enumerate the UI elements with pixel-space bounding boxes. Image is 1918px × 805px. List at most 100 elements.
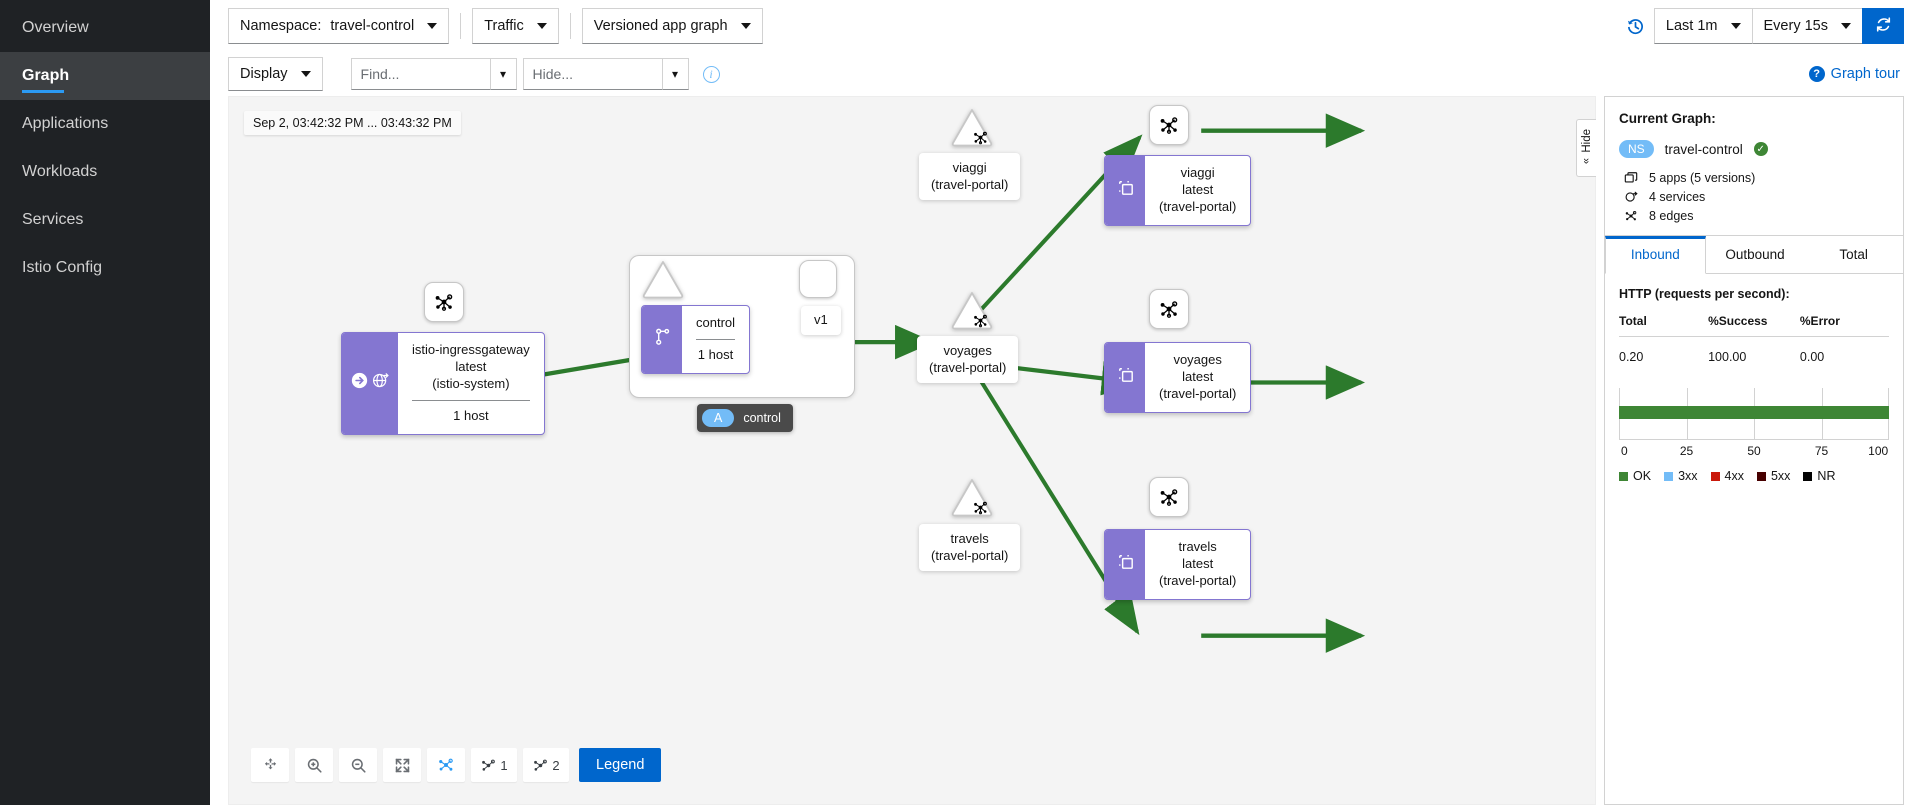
cell-error: 0.00 <box>1799 350 1825 364</box>
node-version: latest <box>1182 555 1214 571</box>
traffic-label: Traffic <box>484 18 524 34</box>
legend-label: 3xx <box>1678 469 1698 483</box>
check-circle-icon: ✓ <box>1753 142 1768 156</box>
node-body: viaggi latest (travel-portal) <box>1145 156 1250 225</box>
legend-item-nr[interactable]: NR <box>1803 469 1835 483</box>
node-name: voyages <box>1173 352 1222 367</box>
graph-type-selector[interactable]: Versioned app graph <box>581 8 763 44</box>
app-box: viaggi latest (travel-portal) <box>1104 155 1252 226</box>
legend-label: 4xx <box>1724 469 1744 483</box>
display-menu-button[interactable]: Display <box>228 57 323 91</box>
refresh-interval-selector[interactable]: Every 15s <box>1751 8 1863 44</box>
stat-label: 4 services <box>1649 190 1706 204</box>
graph-canvas[interactable]: Sep 2, 03:42:32 PM ... 03:43:32 PM <box>228 96 1596 805</box>
node-namespace: (travel-portal) <box>931 176 1009 192</box>
group-tag-control[interactable]: A control <box>697 404 793 432</box>
zoom-out-icon[interactable] <box>339 748 377 782</box>
service-node-control[interactable] <box>642 259 684 299</box>
cell-total: 0.20 <box>1619 350 1644 364</box>
hide-panel-toggle[interactable]: Hide » <box>1576 119 1596 177</box>
node-viaggi-app[interactable]: viaggi latest (travel-portal) <box>1104 155 1252 226</box>
sidebar-item-workloads[interactable]: Workloads <box>0 148 210 196</box>
table-row: 0.20 100.00 0.00 <box>1619 337 1889 364</box>
content-area: Sep 2, 03:42:32 PM ... 03:43:32 PM <box>210 96 1918 805</box>
time-range-selector[interactable]: Last 1m <box>1653 8 1753 44</box>
gateway-arrow-icon <box>351 372 368 394</box>
legend-item-ok[interactable]: OK <box>1619 469 1651 483</box>
node-viaggi-service-label[interactable]: viaggi (travel-portal) <box>919 153 1021 201</box>
ingress-node-badge[interactable] <box>424 282 464 322</box>
find-dropdown-toggle[interactable]: ▾ <box>490 58 517 90</box>
sidebar-item-istio-config[interactable]: Istio Config <box>0 244 210 292</box>
app-box: voyages latest (travel-portal) <box>1104 342 1252 413</box>
panel-tabs: Inbound Outbound Total <box>1605 236 1904 274</box>
services-icon <box>1623 190 1639 204</box>
node-side-icons <box>642 306 682 373</box>
find-input[interactable]: Find... <box>350 58 491 90</box>
sidebar-item-label: Workloads <box>22 163 98 180</box>
history-icon[interactable] <box>1626 17 1645 36</box>
node-control-service[interactable]: control 1 host <box>641 305 751 374</box>
tab-outbound[interactable]: Outbound <box>1705 236 1805 274</box>
app-box: control 1 host <box>641 305 751 374</box>
workload-node-v1[interactable] <box>799 260 837 298</box>
http-metrics-title: HTTP (requests per second): <box>1619 287 1790 301</box>
namespace-selector[interactable]: Namespace: travel-control <box>228 8 450 44</box>
legend-item-4xx[interactable]: 4xx <box>1710 469 1744 483</box>
panel-body: HTTP (requests per second): Total %Succe… <box>1605 274 1903 483</box>
info-icon[interactable]: i <box>702 65 720 83</box>
node-travels-app[interactable]: travels latest (travel-portal) <box>1104 529 1252 600</box>
hops-1-label: 1 <box>500 757 508 773</box>
traffic-selector[interactable]: Traffic <box>472 8 559 44</box>
service-node-travels[interactable] <box>951 477 993 517</box>
node-version: latest <box>1182 181 1214 197</box>
node-travels-service-label[interactable]: travels (travel-portal) <box>919 524 1021 572</box>
chart-bar-ok <box>1619 406 1889 419</box>
legend-item-5xx[interactable]: 5xx <box>1756 469 1790 483</box>
tab-inbound[interactable]: Inbound <box>1605 236 1706 274</box>
tick-label: 25 <box>1679 444 1694 458</box>
node-version: latest <box>455 358 487 374</box>
sidebar-item-applications[interactable]: Applications <box>0 100 210 148</box>
refresh-button[interactable] <box>1862 8 1904 44</box>
sidebar-item-services[interactable]: Services <box>0 196 210 244</box>
hide-input[interactable]: Hide... <box>522 58 663 90</box>
app-badge-travels[interactable] <box>1149 477 1189 517</box>
graph-tour-button[interactable]: ? Graph tour <box>1808 66 1900 82</box>
stat-services: 4 services <box>1619 190 1889 204</box>
hops-2-label: 2 <box>552 757 560 773</box>
tab-total[interactable]: Total <box>1804 236 1904 274</box>
app-badge-voyages[interactable] <box>1149 289 1189 329</box>
node-voyages-service-label[interactable]: voyages (travel-portal) <box>917 336 1019 384</box>
hide-label: Hide <box>1580 129 1593 153</box>
main-area: Namespace: travel-control Traffic Versio… <box>210 0 1918 805</box>
question-circle-icon: ? <box>1808 66 1825 82</box>
hide-dropdown-toggle[interactable]: ▾ <box>662 58 689 90</box>
graph-hops-all-icon[interactable] <box>427 748 465 782</box>
service-node-viaggi[interactable] <box>951 107 993 147</box>
sidebar-item-label: Graph <box>22 67 70 84</box>
node-voyages-app[interactable]: voyages latest (travel-portal) <box>1104 342 1252 413</box>
cell-success: 100.00 <box>1708 350 1747 364</box>
legend-button[interactable]: Legend <box>579 748 662 782</box>
graph-hops-1-button[interactable]: 1 <box>471 748 517 782</box>
zoom-in-icon[interactable] <box>295 748 333 782</box>
sidebar-item-label: Services <box>22 211 84 228</box>
graph-hops-2-button[interactable]: 2 <box>523 748 569 782</box>
chevron-down-icon <box>300 71 311 77</box>
sidebar-item-overview[interactable]: Overview <box>0 4 210 52</box>
node-namespace: (travel-portal) <box>1159 572 1237 588</box>
drag-move-icon[interactable] <box>251 748 289 782</box>
node-name: viaggi <box>952 160 987 175</box>
node-side-icons <box>1105 343 1145 412</box>
node-hosts: 1 host <box>697 346 734 362</box>
service-node-voyages[interactable] <box>951 290 993 330</box>
node-istio-ingressgateway[interactable]: istio-ingressgateway latest (istio-syste… <box>341 332 545 435</box>
node-v1-label[interactable]: v1 <box>801 306 841 335</box>
chevron-down-icon <box>740 23 751 29</box>
fit-to-screen-icon[interactable] <box>383 748 421 782</box>
sidebar-item-graph[interactable]: Graph <box>0 52 210 100</box>
app-badge-viaggi[interactable] <box>1149 105 1189 145</box>
legend-item-3xx[interactable]: 3xx <box>1664 469 1698 483</box>
stat-label: 5 apps (5 versions) <box>1649 171 1756 185</box>
